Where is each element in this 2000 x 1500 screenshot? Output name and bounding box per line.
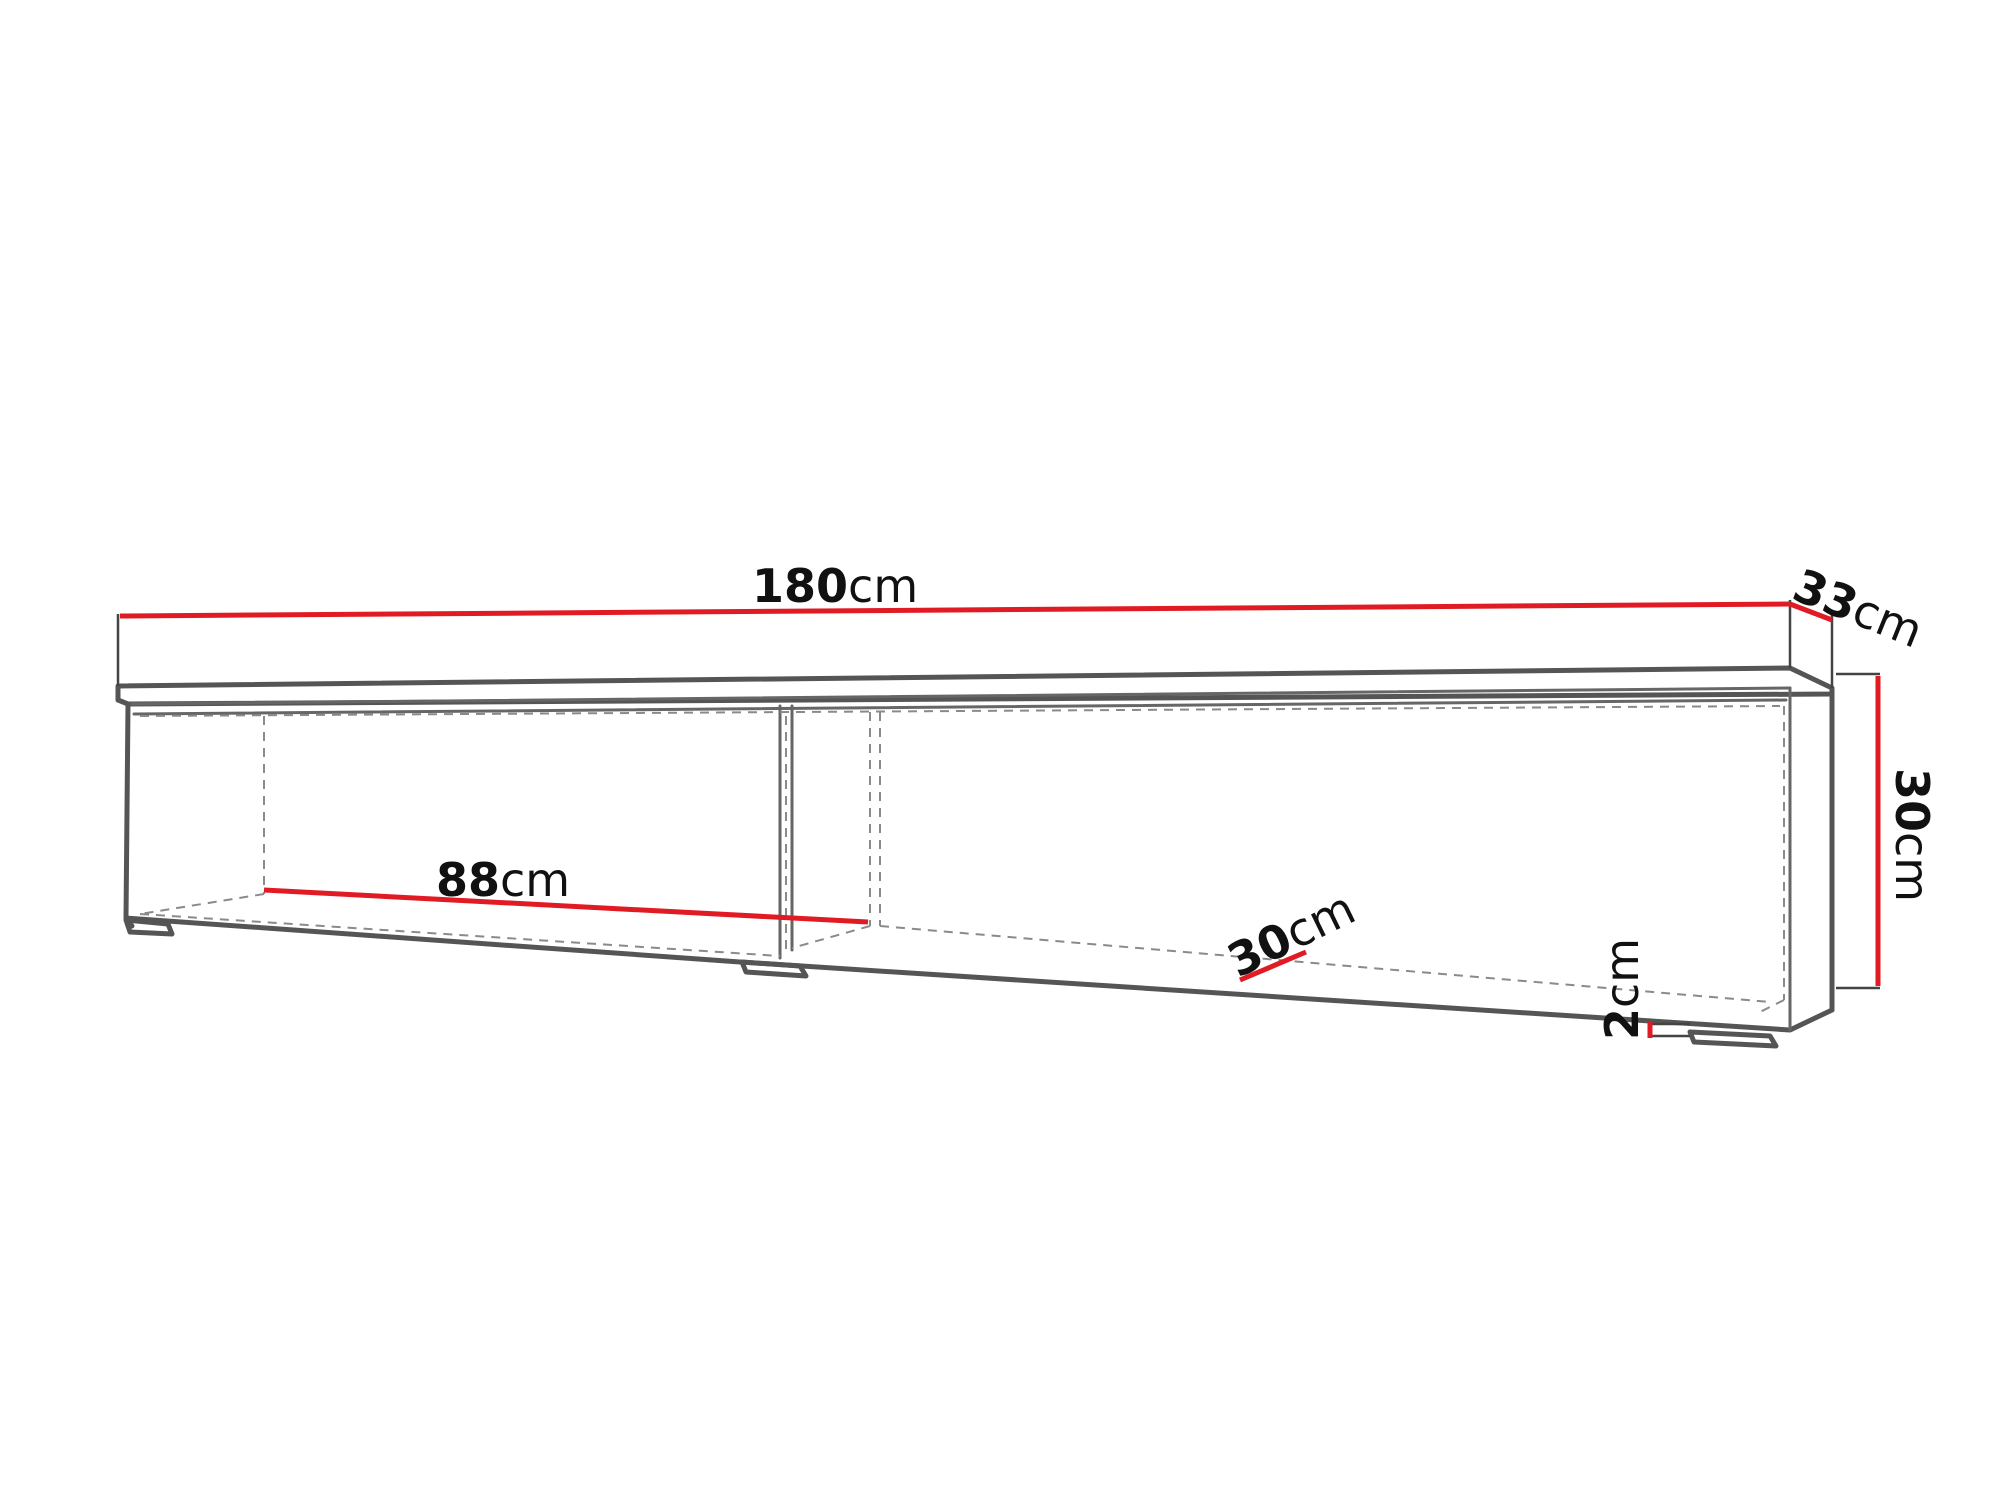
cabinet-top-inner-edge <box>126 686 1792 706</box>
hidden-right-shelf-back <box>791 925 871 949</box>
dimension-labels: 180cm 33cm 30cm 88cm 30cm 2cm <box>436 558 1939 1040</box>
cabinet-foot-middle <box>739 959 809 979</box>
dim-label-width: 180cm <box>752 559 918 613</box>
dim-label-shelf-width: 88cm <box>436 853 570 907</box>
dim-line-shelf-depth <box>1239 949 1307 983</box>
dim-line-width <box>119 601 1791 619</box>
hidden-right-bottom-front <box>1759 999 1785 1013</box>
dim-label-height: 30cm <box>1885 768 1939 902</box>
dim-line-shelf-width <box>263 887 869 925</box>
cabinet-hidden-lines <box>139 705 1785 1013</box>
cabinet-foot-right <box>1687 1029 1779 1049</box>
hidden-left-bottom-back <box>139 913 781 957</box>
cabinet-body <box>115 665 1835 1049</box>
dim-label-depth: 33cm <box>1786 558 1931 658</box>
cabinet-top-panel <box>115 665 1835 707</box>
dim-label-shelf-depth: 30cm <box>1219 881 1363 988</box>
extension-lines <box>116 600 1880 1038</box>
cabinet-inner-top <box>132 698 1788 716</box>
dim-line-depth <box>1789 601 1833 623</box>
dimension-lines <box>119 601 1881 1038</box>
hidden-right-bottom-back <box>879 925 1771 1003</box>
dim-label-foot-height: 2cm <box>1595 938 1649 1040</box>
cabinet-bottom-edge <box>123 915 1835 1033</box>
hidden-left-shelf-back <box>139 893 265 915</box>
cabinet-left-side <box>123 701 135 929</box>
hidden-back-top <box>139 705 1781 717</box>
cabinet-foot-left <box>123 917 175 937</box>
